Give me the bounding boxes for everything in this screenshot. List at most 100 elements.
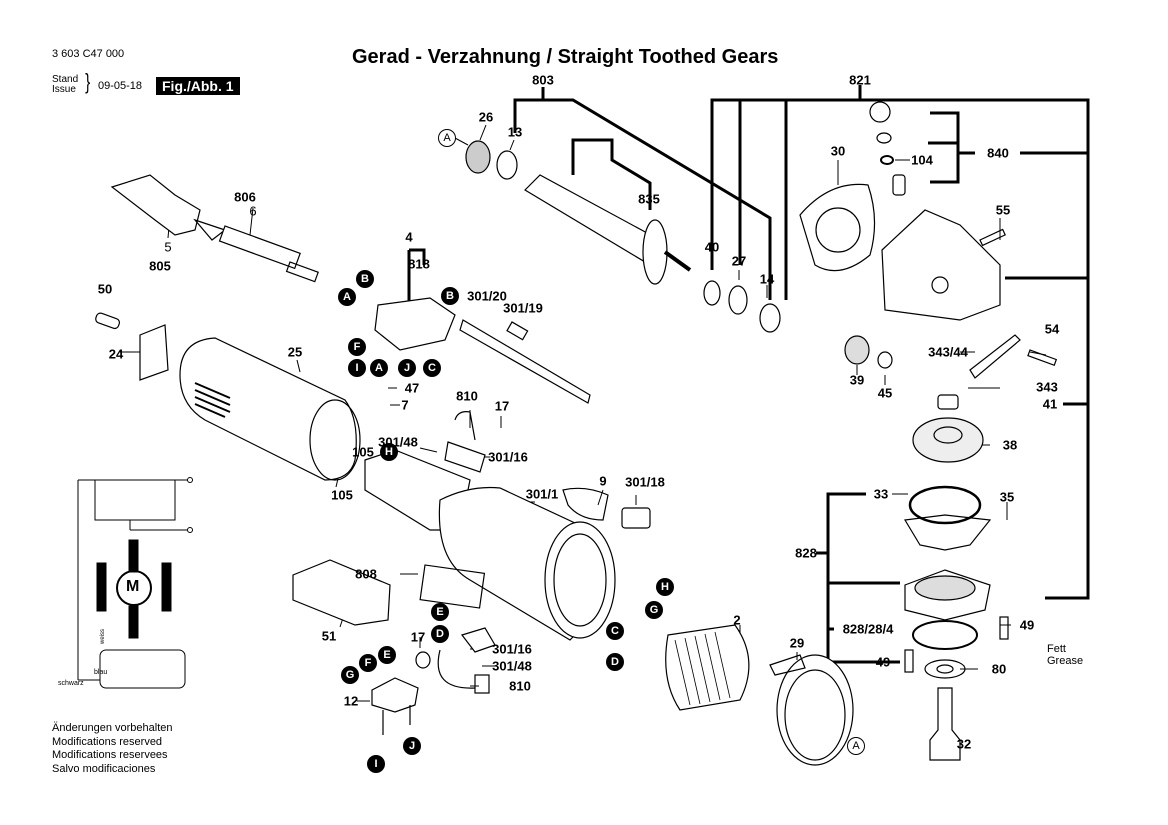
part-label-105a: 105 [352, 444, 374, 460]
part-label-818: 818 [408, 256, 430, 272]
switch-slider-drawing [562, 487, 651, 529]
part-label-835: 835 [638, 191, 660, 207]
power-plug-drawing [110, 174, 319, 283]
grease-note: Fett Grease [1047, 643, 1083, 667]
figure-label: Fig./Abb. 1 [156, 77, 240, 95]
part-label-821: 821 [849, 72, 871, 88]
stand-issue-label: Stand Issue [52, 75, 78, 95]
modifications-notes: Änderungen vorbehalten Modifications res… [52, 722, 172, 776]
part-label-5: 5 [164, 239, 172, 255]
grease-label-de: Fett [1047, 643, 1066, 655]
note-de: Änderungen vorbehalten [52, 722, 173, 734]
part-label-301-20: 301/20 [467, 288, 507, 304]
bevel-gear-drawing [912, 394, 984, 463]
note-fr: Modifications reservees [52, 749, 168, 761]
connector-callout-g: G [645, 601, 663, 619]
part-label-17b: 17 [410, 629, 426, 645]
part-label-80: 80 [991, 661, 1007, 677]
wire-black-label: schwarz [58, 680, 84, 687]
part-label-49b: 49 [875, 654, 891, 670]
brush-lower-drawing [415, 627, 496, 694]
part-label-301-18: 301/18 [625, 474, 665, 490]
part-label-47: 47 [404, 380, 420, 396]
motor-housing-drawing [419, 486, 616, 641]
part-label-4: 4 [405, 229, 413, 245]
part-label-301-48b: 301/48 [492, 658, 532, 674]
part-label-7: 7 [401, 397, 409, 413]
part-label-806: 806 [234, 189, 256, 205]
note-en: Modifications reserved [52, 735, 163, 748]
connector-callout-e: E [378, 646, 396, 664]
part-label-29: 29 [789, 635, 805, 651]
part-label-301-16b: 301/16 [492, 641, 532, 657]
part-label-33: 33 [873, 486, 889, 502]
part-label-828: 828 [795, 545, 817, 561]
part-label-40: 40 [704, 239, 720, 255]
part-label-25: 25 [287, 344, 303, 360]
part-label-35: 35 [999, 489, 1015, 505]
connector-callout-b: B [356, 270, 374, 288]
wire-blue-label: blau [94, 669, 108, 676]
connector-callout-j: J [398, 359, 416, 377]
field-coil-drawing [665, 624, 854, 766]
part-label-30: 30 [830, 143, 846, 159]
connector-callout-i: I [348, 359, 366, 377]
connector-callout-f: F [348, 338, 366, 356]
gear-housing-drawing [869, 101, 1006, 321]
connector-callout-a: A [847, 737, 865, 755]
connector-callout-i: I [367, 755, 385, 773]
part-label-45: 45 [877, 385, 893, 401]
document-number: 3 603 C47 000 [52, 48, 125, 60]
motor-symbol-label: M [126, 578, 140, 595]
part-label-39: 39 [849, 372, 865, 388]
guard-plate-drawing [799, 183, 876, 272]
part-label-50: 50 [97, 281, 113, 297]
part-label-12: 12 [343, 693, 359, 709]
note-es: Salvo modificaciones [52, 762, 156, 775]
part-label-27: 27 [731, 253, 747, 269]
part-label-2: 2 [733, 612, 741, 628]
connector-callout-h: H [656, 578, 674, 596]
part-label-9: 9 [599, 473, 607, 489]
wire-white-label: weiss [100, 628, 106, 644]
part-label-805: 805 [149, 258, 171, 274]
page-title: Gerad - Verzahnung / Straight Toothed Ge… [352, 46, 779, 68]
part-label-343-44: 343/44 [928, 344, 968, 360]
part-label-301-19: 301/19 [503, 300, 543, 316]
connector-callout-d: D [431, 625, 449, 643]
armature-drawing [465, 140, 781, 333]
connector-callout-d: D [606, 653, 624, 671]
connector-callout-e: E [431, 603, 449, 621]
switch-drawing [374, 297, 591, 404]
part-label-810a: 810 [456, 388, 478, 404]
wiring-diagram [77, 477, 193, 689]
part-label-14: 14 [759, 271, 775, 287]
grease-label-en: Grease [1047, 655, 1084, 667]
bearing-flange-drawing [904, 485, 1009, 761]
rear-cover-drawing [179, 337, 361, 481]
connector-callout-b: B [441, 287, 459, 305]
bracket-lines [407, 85, 1090, 664]
part-label-32: 32 [956, 736, 972, 752]
connector-callout-h: H [380, 443, 398, 461]
connector-callout-a: A [438, 129, 456, 147]
part-label-104: 104 [911, 152, 933, 168]
part-label-343: 343 [1036, 379, 1058, 395]
connector-callout-j: J [403, 737, 421, 755]
part-label-808: 808 [355, 566, 377, 582]
part-label-17a: 17 [494, 398, 510, 414]
part-label-26: 26 [478, 109, 494, 125]
part-label-54: 54 [1044, 321, 1060, 337]
connector-callout-a: A [370, 359, 388, 377]
part-label-803: 803 [532, 72, 554, 88]
part-label-828-28-4: 828/28/4 [842, 621, 894, 637]
pinion-drawing [844, 334, 1058, 379]
cable-clamp-drawing [95, 312, 169, 381]
part-label-55: 55 [995, 202, 1011, 218]
part-label-51: 51 [321, 628, 337, 644]
part-label-810b: 810 [509, 678, 531, 694]
part-label-301-1: 301/1 [525, 486, 559, 502]
part-label-38: 38 [1002, 437, 1018, 453]
part-label-49a: 49 [1019, 617, 1035, 633]
